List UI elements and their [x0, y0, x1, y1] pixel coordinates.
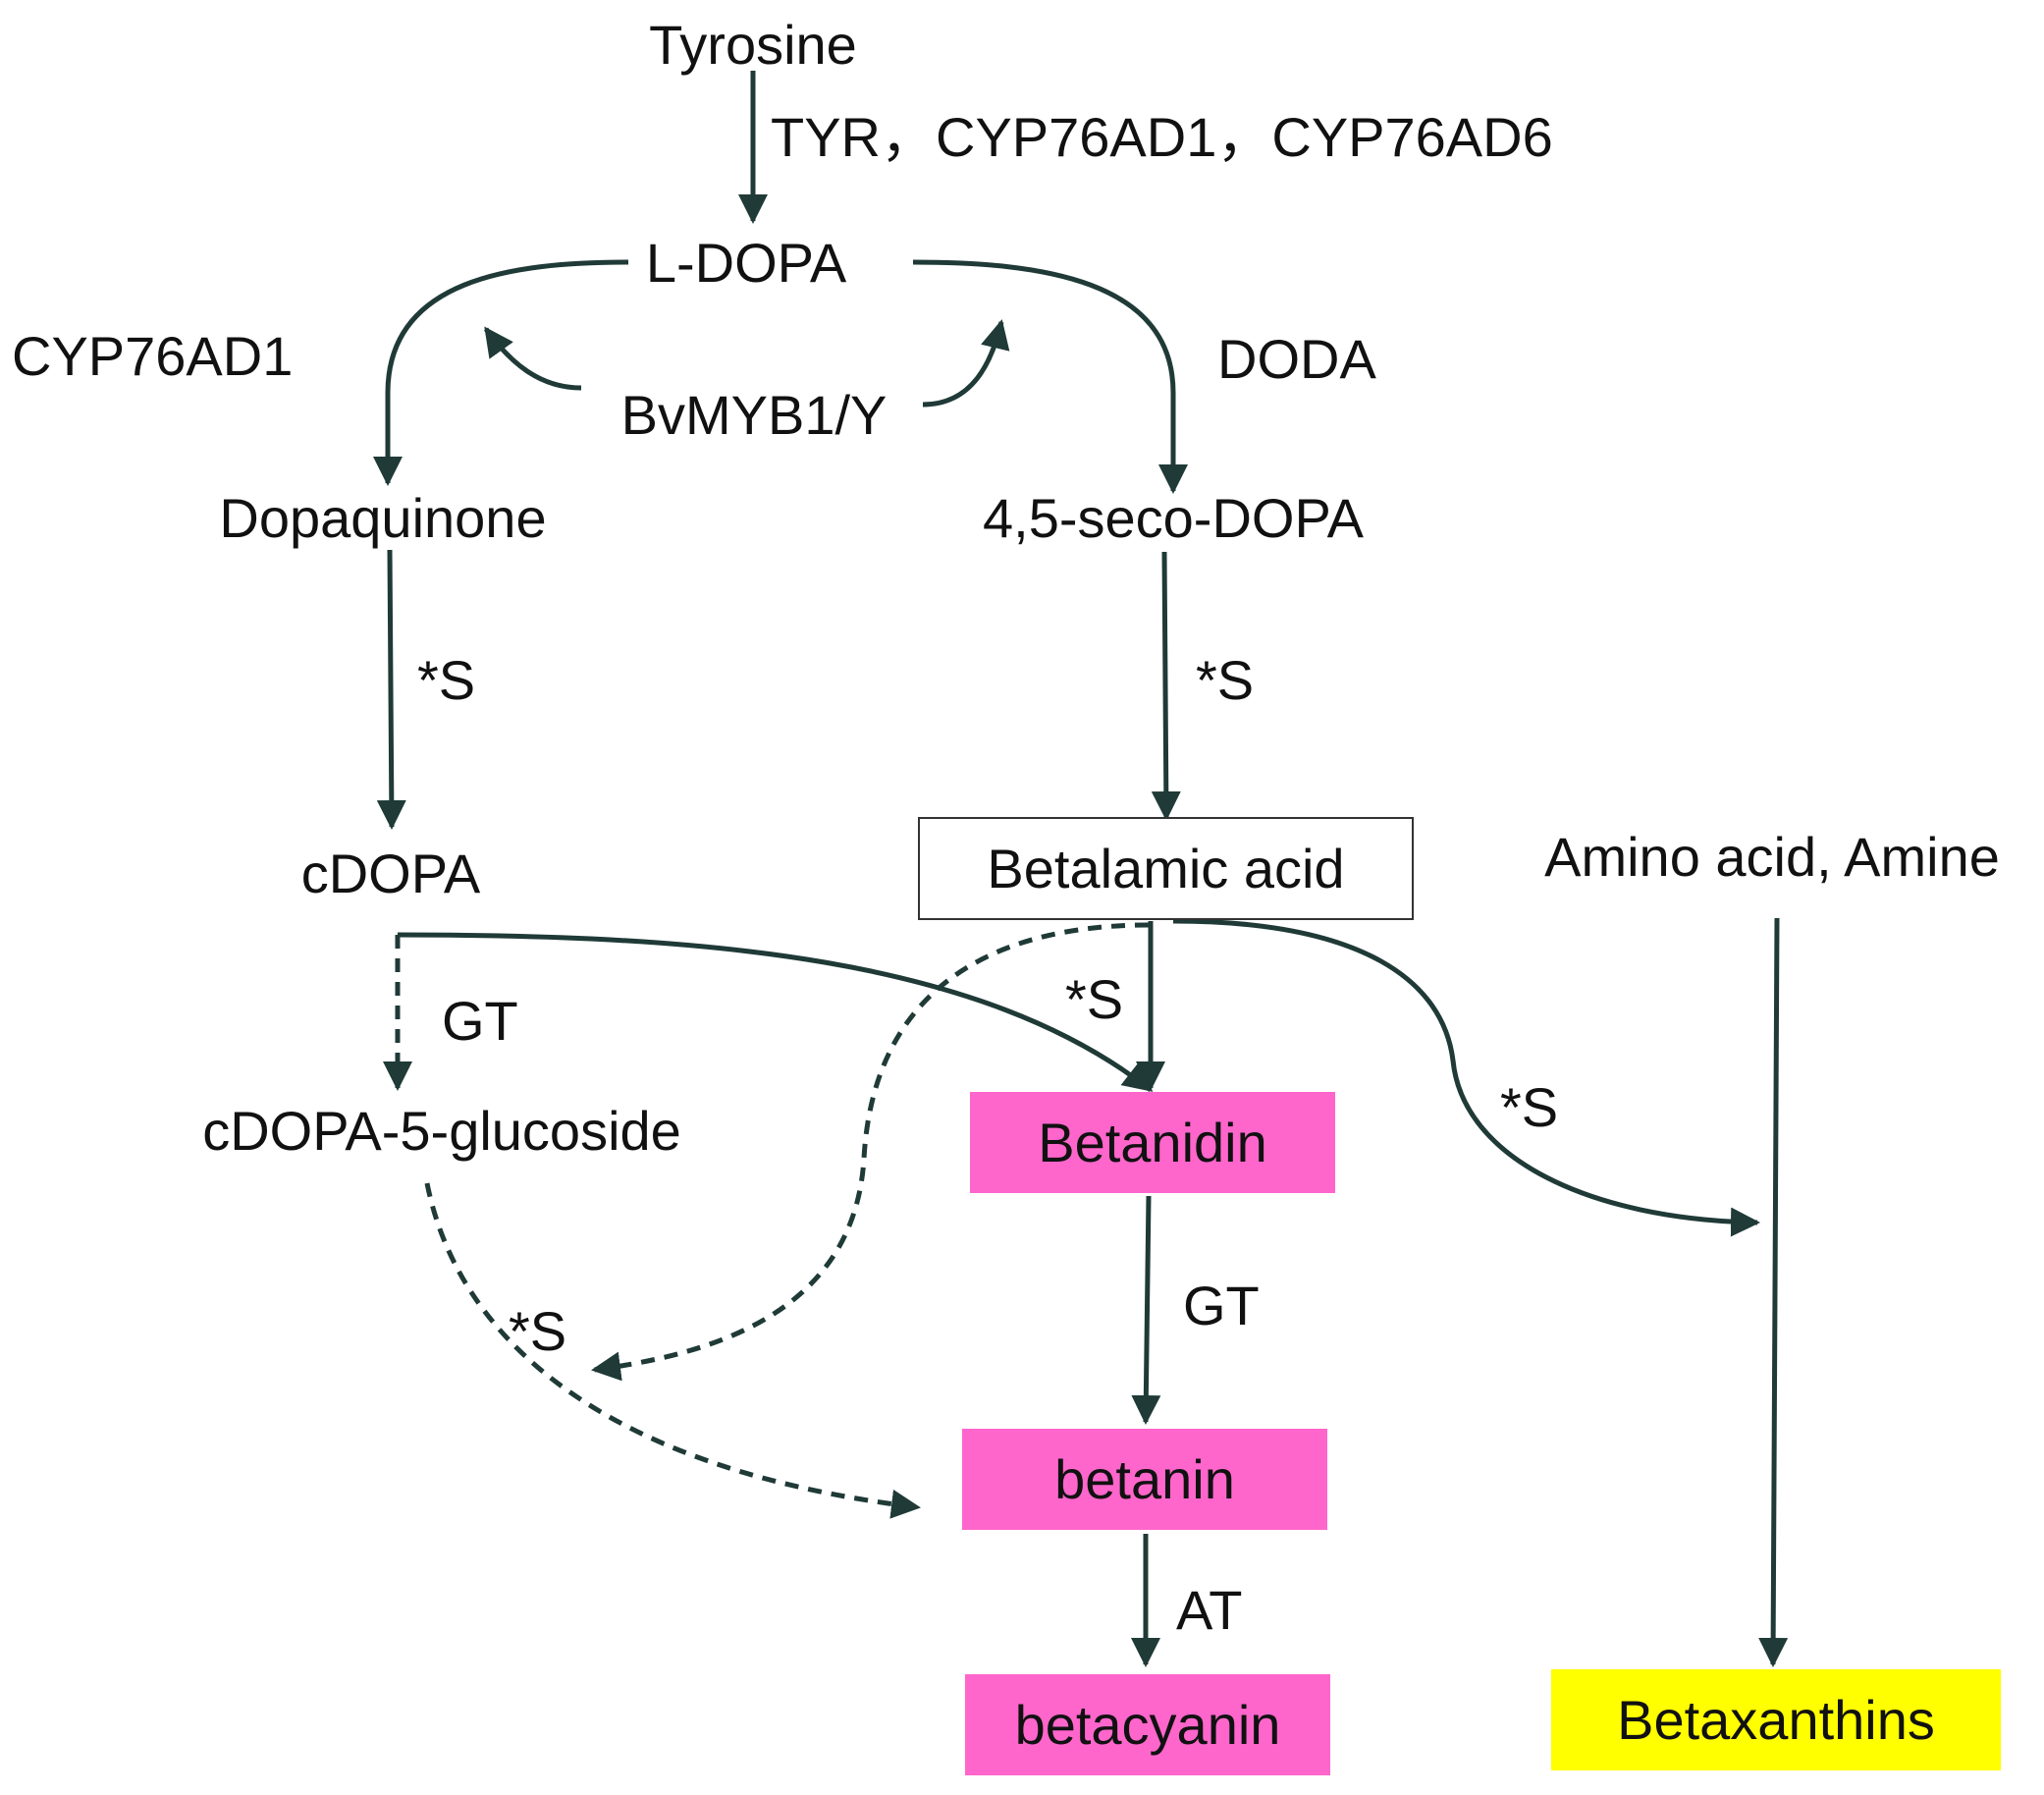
- arrow-regulator-right: [922, 319, 1010, 408]
- betalamic-acid-label: Betalamic acid: [987, 838, 1345, 899]
- betalamic-acid-box: Betalamic acid: [918, 817, 1414, 920]
- doda-label: DODA: [1217, 328, 1376, 390]
- arrow-regulator-left: [483, 326, 582, 391]
- at-betacyanin-label: AT: [1176, 1579, 1243, 1641]
- s-dopaquinone-label: *S: [417, 649, 476, 711]
- tyr-enzymes-label: TYR，CYP76AD1，CYP76AD6: [771, 106, 1553, 168]
- betanin-label: betanin: [1054, 1448, 1235, 1510]
- tyrosine-label: Tyrosine: [649, 14, 857, 76]
- regulator-label: BvMYB1/Y: [620, 384, 888, 446]
- betanidin-label: Betanidin: [1038, 1112, 1267, 1173]
- s-betaxanthin-label: *S: [1500, 1076, 1559, 1138]
- arrow-dopaquinone-cdopa: [376, 549, 406, 830]
- betacyanin-box: betacyanin: [965, 1674, 1330, 1775]
- betaxanthins-box: Betaxanthins: [1551, 1669, 2001, 1770]
- betaxanthins-label: Betaxanthins: [1617, 1689, 1935, 1751]
- arrow-betalamic-condensation: [591, 922, 1150, 1382]
- s-glucoside-label: *S: [509, 1300, 567, 1362]
- s-betanidin-label: *S: [1065, 968, 1124, 1030]
- arrow-glucoside-betanin: [424, 1182, 921, 1519]
- betanidin-box: Betanidin: [970, 1092, 1335, 1193]
- cyp76ad1-label: CYP76AD1: [12, 325, 294, 387]
- amino-acid-amine-label: Amino acid, Amine: [1544, 826, 2000, 888]
- cdopa-glucoside-label: cDOPA-5-glucoside: [202, 1100, 681, 1162]
- seco-dopa-label: 4,5-seco-DOPA: [983, 487, 1364, 549]
- arrow-aminoacid-betaxanthins: [1758, 917, 1789, 1667]
- arrow-cdopa-betanidin: [397, 932, 1154, 1092]
- cdopa-label: cDOPA: [300, 843, 481, 904]
- arrow-ldopa-seco: [912, 259, 1188, 494]
- ldopa-label: L-DOPA: [645, 232, 847, 294]
- arrow-ldopa-dopaquinone: [373, 259, 629, 486]
- gt-betanin-label: GT: [1183, 1275, 1260, 1336]
- betanin-box: betanin: [962, 1429, 1327, 1530]
- dopaquinone-label: Dopaquinone: [219, 487, 547, 549]
- arrow-seco-betalamic: [1151, 551, 1181, 821]
- arrow-betanidin-betanin: [1131, 1195, 1161, 1425]
- gt-cdopa-label: GT: [442, 990, 518, 1052]
- s-seco-label: *S: [1196, 649, 1255, 711]
- betacyanin-label: betacyanin: [1014, 1694, 1281, 1756]
- arrow-betalamic-betaxanthins: [1172, 918, 1760, 1237]
